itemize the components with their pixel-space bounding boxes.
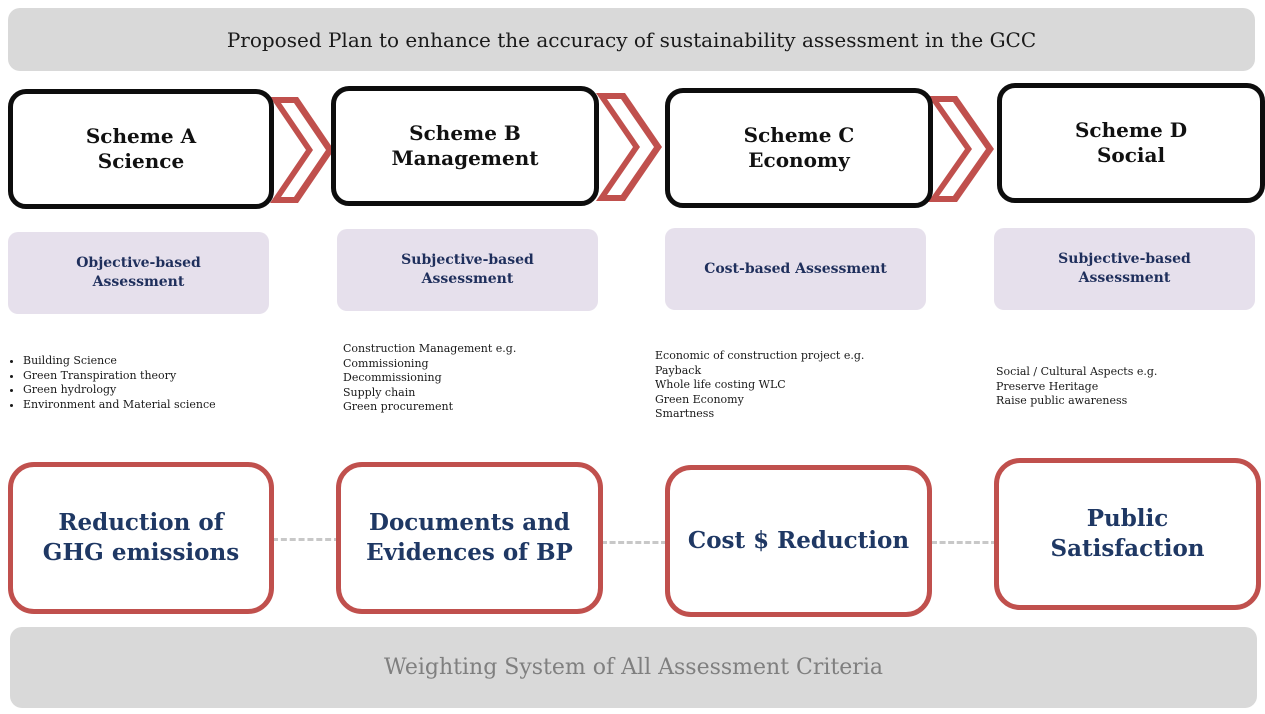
scheme-b-box: Scheme B Management [331,86,599,206]
list-item: Supply chain [343,385,416,399]
connector-line [272,538,340,541]
list-item: Social / Cultural Aspects e.g. [996,365,1158,378]
list-item: Raise public awareness [996,394,1128,407]
scheme-a-details: Building Science Green Transpiration the… [3,354,216,412]
outcome-ghg-reduction: Reduction of GHG emissions [8,462,274,614]
list-item: Smartness [655,407,715,420]
assessment-b-line2: Assessment [421,271,514,287]
weighting-system-title: Weighting System of All Assessment Crite… [384,655,883,680]
assessment-type-a: Objective-based Assessment [8,232,269,314]
outcome-public-satisfaction: Public Satisfaction [994,458,1261,610]
assessment-type-c: Cost-based Assessment [665,228,926,310]
scheme-d-details: Social / Cultural Aspects e.g. Preserve … [996,365,1157,409]
list-item: Green procurement [343,400,454,413]
scheme-b-name: Scheme B [409,121,521,145]
list-item: Decommissioning [343,371,442,384]
list-item: Preserve Heritage [996,379,1099,393]
scheme-d-name: Scheme D [1074,118,1188,142]
outcome-b-line1: Documents and [369,509,570,537]
list-item: Construction Management e.g. [343,342,517,355]
scheme-a-area: Science [97,149,185,173]
assessment-c-line1: Cost-based Assessment [704,260,887,277]
list-item: Payback [655,363,702,377]
chevron-arrow-icon [596,93,662,201]
scheme-d-box: Scheme D Social [997,83,1265,203]
outcome-c-line1: Cost $ Reduction [687,527,910,555]
list-item: Green Transpiration theory [23,369,216,384]
scheme-d-area: Social [1096,143,1166,167]
list-item: Commissioning [343,356,429,370]
scheme-b-area: Management [391,146,539,170]
scheme-a-box: Scheme A Science [8,89,274,209]
plan-title: Proposed Plan to enhance the accuracy of… [226,27,1037,52]
outcome-d-line2: Satisfaction [1050,535,1205,562]
scheme-a-name: Scheme A [85,124,197,148]
list-item: Whole life costing WLC [655,378,786,391]
scheme-c-area: Economy [748,148,850,172]
scheme-c-box: Scheme C Economy [665,88,933,208]
assessment-type-d: Subjective-based Assessment [994,228,1255,310]
outcome-cost-reduction: Cost $ Reduction [665,465,932,617]
outcome-b-line2: Evidences of BP [366,539,573,566]
scheme-c-name: Scheme C [743,123,855,147]
plan-title-banner: Proposed Plan to enhance the accuracy of… [8,8,1255,71]
list-item: Economic of construction project e.g. [655,349,865,362]
connector-line [931,541,997,544]
assessment-b-line1: Subjective-based [401,252,534,269]
weighting-system-banner: Weighting System of All Assessment Crite… [10,627,1257,708]
assessment-a-line1: Objective-based [76,255,201,272]
scheme-c-details: Economic of construction project e.g. Pa… [655,349,864,422]
assessment-a-line2: Assessment [92,274,185,290]
chevron-arrow-icon [270,97,334,203]
scheme-b-details: Construction Management e.g. Commissioni… [343,342,516,415]
outcome-a-line2: GHG emissions [42,539,240,566]
outcome-d-line1: Public [1086,505,1169,533]
assessment-d-line2: Assessment [1078,270,1171,286]
assessment-d-line1: Subjective-based [1058,251,1191,268]
outcome-documents-evidences: Documents and Evidences of BP [336,462,603,614]
list-item: Environment and Material science [23,398,216,413]
assessment-type-b: Subjective-based Assessment [337,229,598,311]
list-item: Green Economy [655,392,744,406]
connector-line [601,541,667,544]
list-item: Building Science [23,354,216,369]
chevron-arrow-icon [928,96,994,202]
outcome-a-line1: Reduction of [58,509,224,537]
list-item: Green hydrology [23,383,216,398]
